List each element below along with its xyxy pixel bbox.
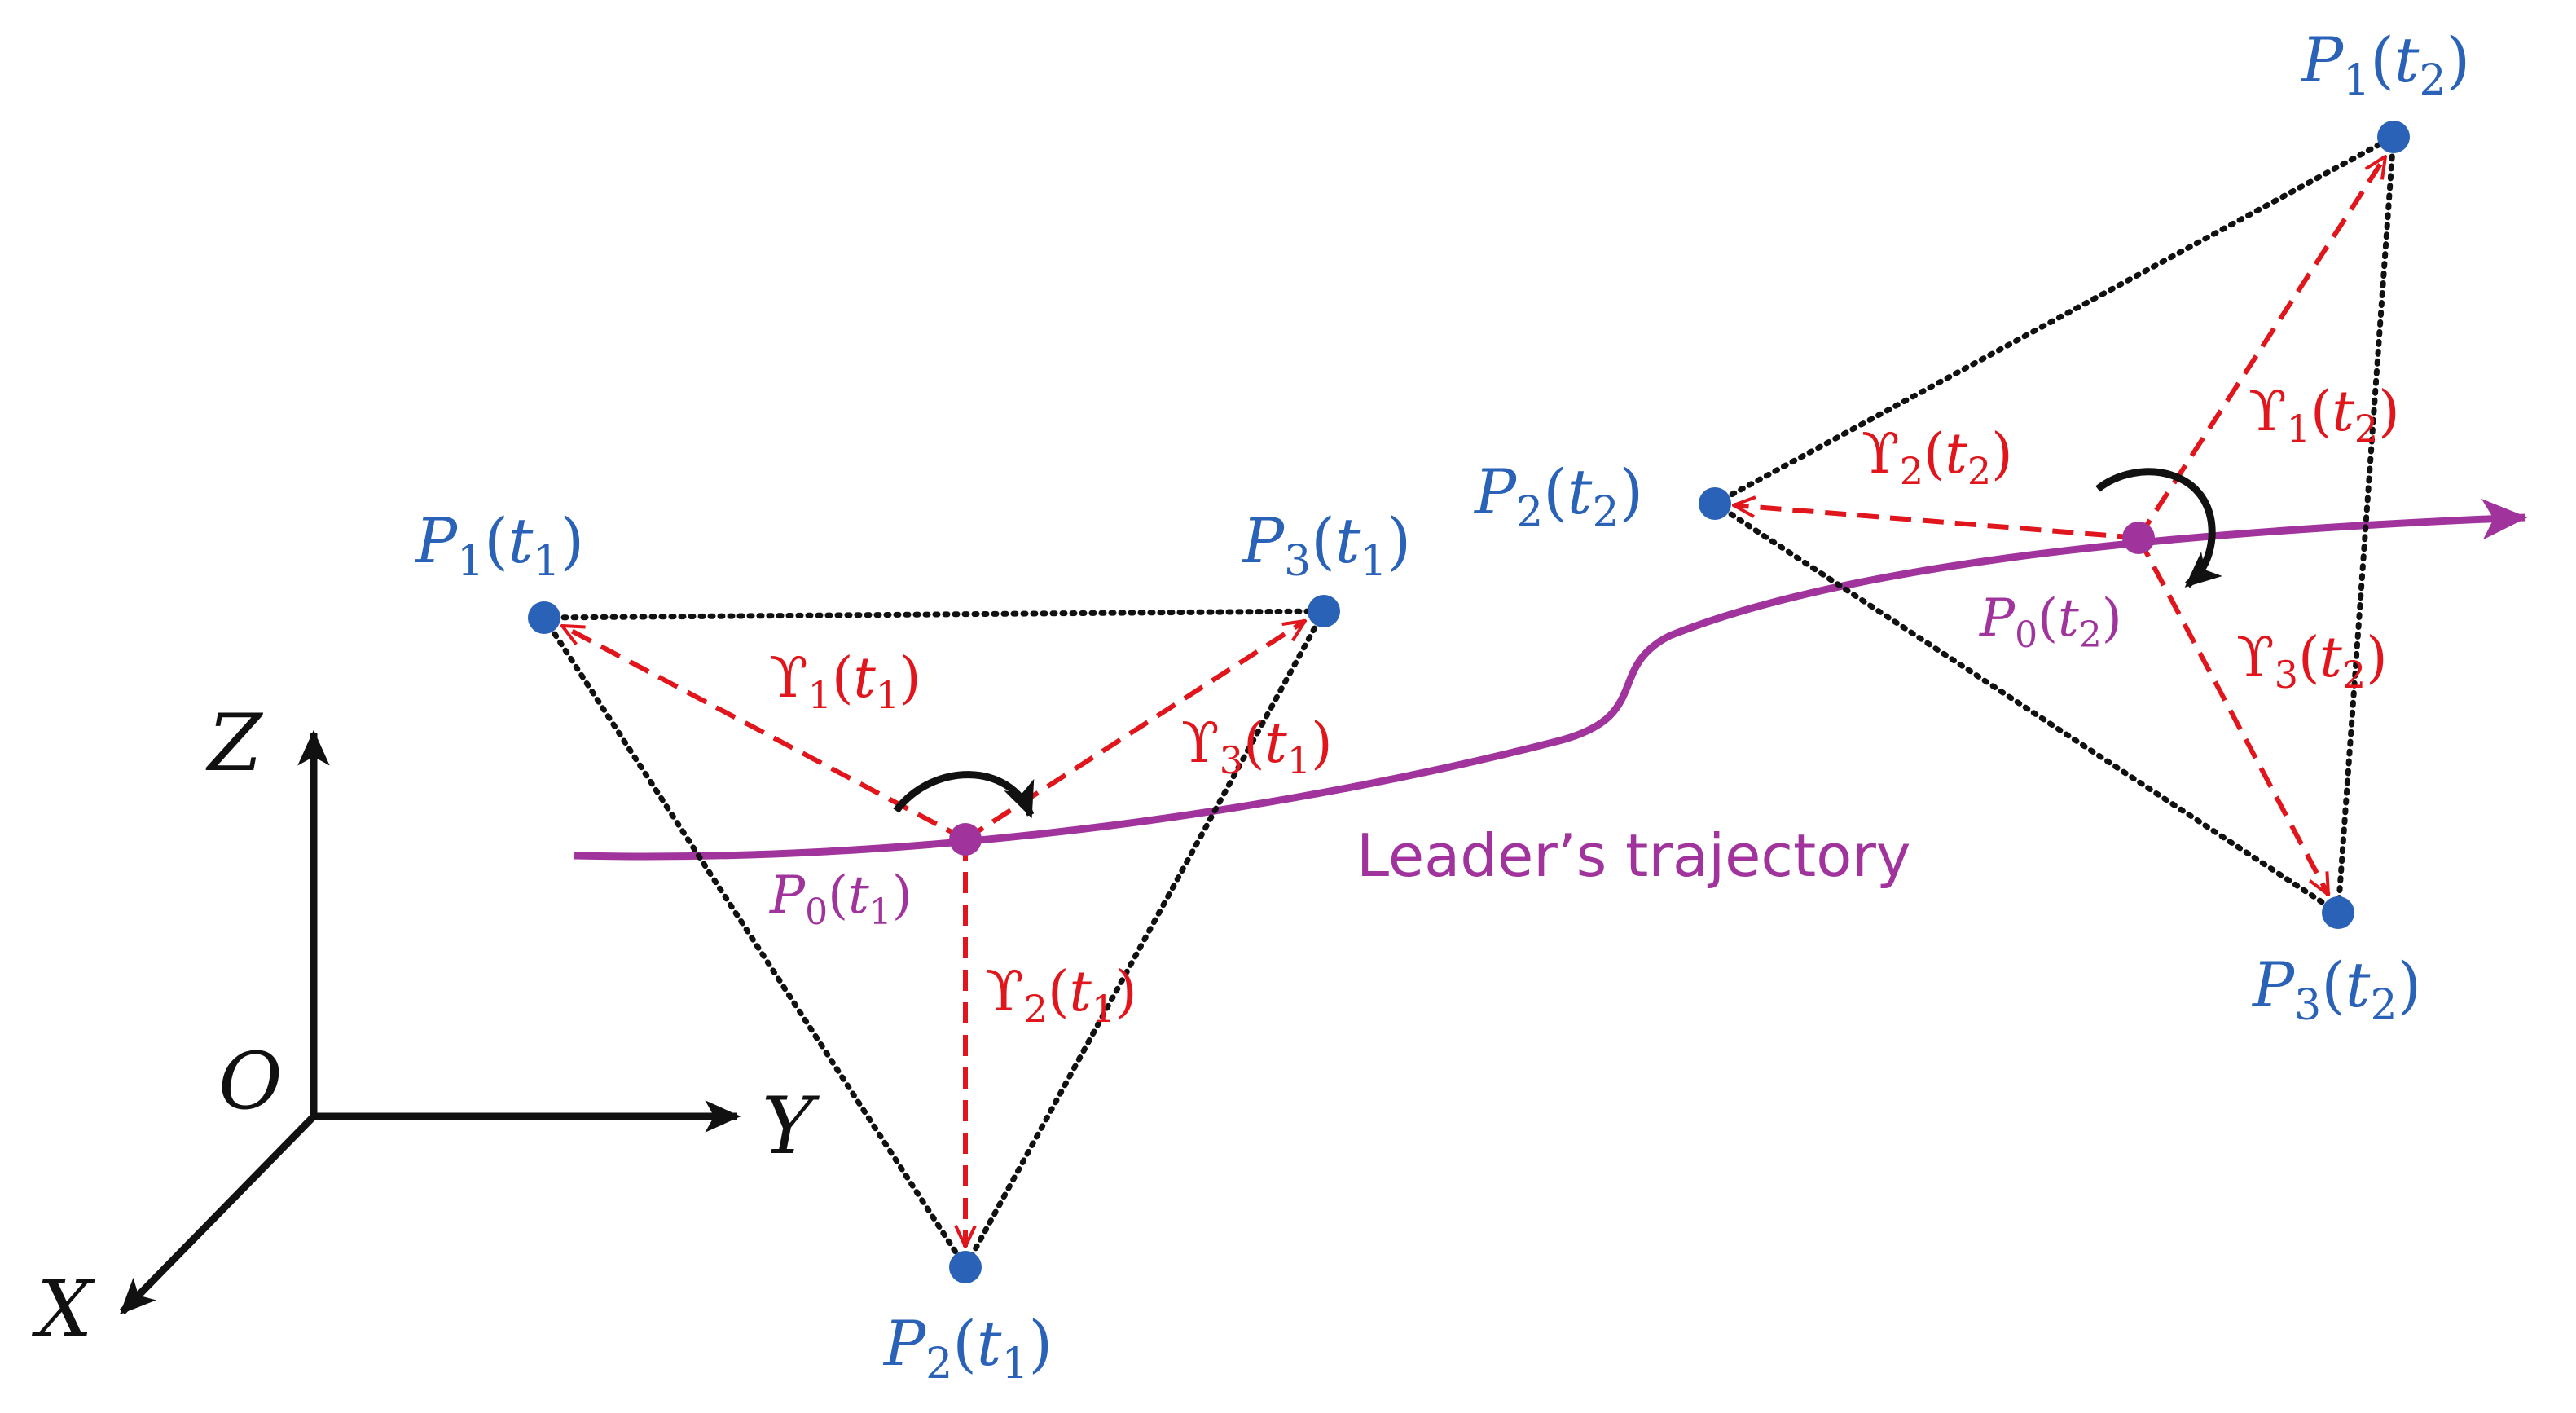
- p3-label-t1: P3(t1): [1241, 504, 1411, 586]
- p2-point-t1: [949, 1251, 982, 1283]
- trajectory-curve: [574, 498, 2528, 861]
- p2-point-t2: [1699, 487, 1731, 520]
- p3-label-t2: P3(t2): [2251, 949, 2421, 1030]
- leader-point-t1: [949, 823, 982, 856]
- formation-t2: P1(t2) P2(t2) P3(t2) P0(t2) ϒ1(t2) ϒ2(t2…: [1473, 24, 2470, 1030]
- edge-p1-p3-t1: [541, 608, 1327, 621]
- g3-label-t2: ϒ3(t2): [2236, 626, 2388, 697]
- formation-t1: P1(t1) P3(t1) P2(t1) P0(t1) ϒ1(t1) ϒ3(t1…: [414, 504, 1411, 1389]
- p0-label-t1: P0(t1): [769, 865, 912, 933]
- edge-p1-p3-t2: [2335, 134, 2397, 916]
- leader-point-t2: [2122, 522, 2155, 554]
- x-axis: [119, 1113, 317, 1315]
- rotation-arrow-t1: [893, 771, 1035, 819]
- z-axis-label: Z: [205, 698, 264, 789]
- x-axis-label: X: [31, 1264, 95, 1355]
- g2-label-t2: ϒ2(t2): [1862, 422, 2013, 493]
- p2-label-t1: P2(t1): [882, 1307, 1053, 1389]
- edge-p2-p1-t2: [1712, 134, 2397, 507]
- vector-g3-t2: [2136, 536, 2331, 895]
- p2-label-t2: P2(t2): [1473, 456, 1643, 537]
- g1-label-t1: ϒ1(t1): [770, 646, 921, 717]
- p3-point-t1: [1308, 595, 1340, 627]
- g3-label-t1: ϒ3(t1): [1181, 711, 1333, 782]
- p1-point-t2: [2377, 121, 2410, 153]
- edge-p2-p3-t2: [1712, 500, 2341, 916]
- origin-label: O: [218, 1036, 283, 1127]
- coordinate-axes: Z Y X O: [31, 698, 820, 1355]
- edge-p3-p2-t1: [962, 608, 1327, 1270]
- g2-label-t1: ϒ2(t1): [986, 960, 1137, 1031]
- leader-trajectory: Leader’s trajectory: [574, 498, 2528, 890]
- trajectory-label: Leader’s trajectory: [1356, 821, 1910, 890]
- edge-p1-p2-t1: [541, 614, 969, 1270]
- g1-label-t2: ϒ1(t2): [2249, 380, 2400, 451]
- p3-point-t2: [2322, 896, 2354, 929]
- vector-g1-t2: [2136, 156, 2385, 539]
- y-axis-label: Y: [762, 1081, 820, 1172]
- vector-g2-t2: [1734, 505, 2139, 540]
- p0-label-t2: P0(t2): [1979, 588, 2122, 656]
- p1-point-t1: [528, 601, 560, 634]
- rotation-arrow-t2: [2095, 468, 2222, 588]
- p1-label-t1: P1(t1): [414, 504, 584, 586]
- p1-label-t2: P1(t2): [2300, 24, 2470, 105]
